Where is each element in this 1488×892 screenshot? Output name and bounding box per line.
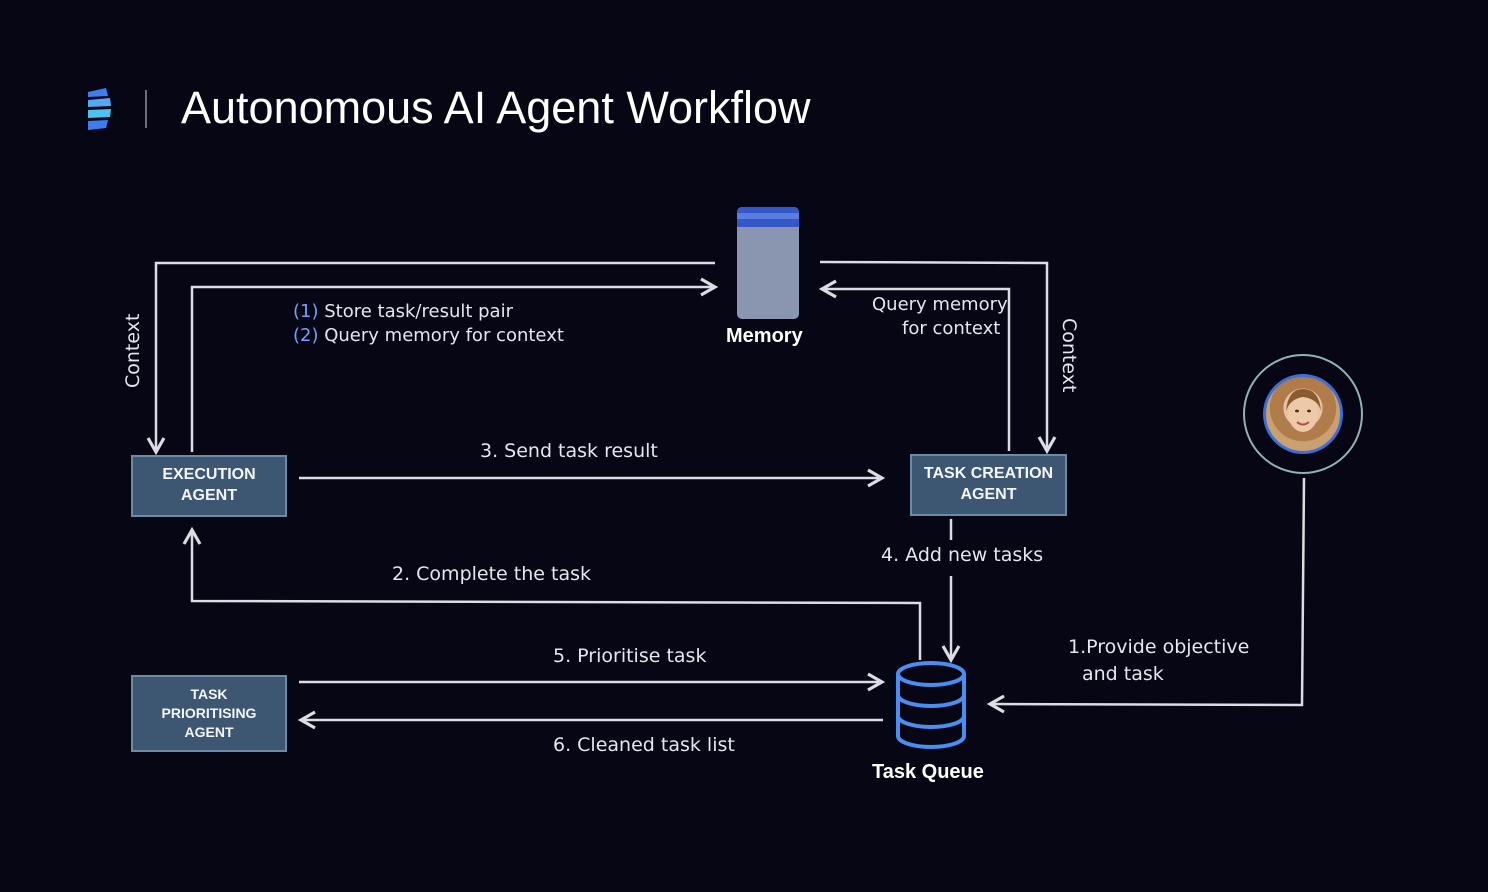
face-illustration [1286,389,1321,432]
database-icon [896,661,966,749]
edge-query-memory [818,279,1011,451]
complete-task-label: 2. Complete the task [392,563,591,585]
stacked-bars-logo-icon [88,88,111,130]
context-left-label: Context [122,313,144,388]
user-avatar-icon [1263,374,1343,454]
page-title: Autonomous AI Agent Workflow [181,82,811,133]
provide-objective-label-line1: 1.Provide objective [1068,636,1250,658]
header-divider [145,90,147,128]
user-avatar-ring [1243,354,1363,474]
edge-context-left [146,261,715,456]
edge-store-query [190,277,719,452]
edge-provide-objective [986,477,1306,714]
edge-context-right [819,260,1057,455]
provide-objective-label-line2: and task [1082,663,1164,685]
context-right-label: Context [1058,318,1080,393]
task-prioritising-agent-box: TASK PRIORITISING AGENT [131,675,287,752]
add-tasks-label: 4. Add new tasks [881,544,1044,566]
task-queue-label: Task Queue [872,761,984,783]
cleaned-list-label: 6. Cleaned task list [553,734,735,756]
edge-complete-task [182,526,922,660]
task-creation-agent-box: TASK CREATION AGENT [910,454,1067,516]
store-pair-label: (1) Store task/result pair [293,301,513,322]
query-context-label: (2) Query memory for context [293,325,564,346]
memory-label: Memory [726,325,803,347]
server-memory-icon [737,207,799,319]
prioritise-label: 5. Prioritise task [553,645,707,667]
query-memory-label-line1: Query memory [872,294,1008,315]
execution-agent-box: EXECUTION AGENT [131,455,287,517]
send-result-label: 3. Send task result [480,440,658,462]
query-memory-label-line2: for context [902,318,1001,339]
